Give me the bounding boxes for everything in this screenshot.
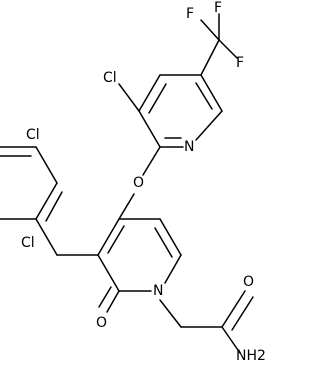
- bond-pyo-c3-c4-double: [107, 225, 125, 254]
- bond-c2-o-ether: [142, 146, 161, 176]
- atom-cl-pyridine: Cl: [103, 70, 117, 86]
- bond-ph-c1-c2-double: [45, 191, 63, 222]
- bond-ph-c1-c2: [35, 182, 58, 220]
- bond-c2-o-carbonyl-double: [98, 286, 112, 308]
- atom-nh2-amide: NH2: [236, 348, 266, 364]
- bond-cf3-ring: [200, 39, 220, 76]
- molecule-structure: F F F Cl N Cl O Cl N O O NH2: [0, 0, 266, 364]
- bond-pyo-c3-c4: [97, 218, 120, 256]
- bond-c-amide-o: [221, 290, 246, 328]
- bond-pyr-c4-c3: [138, 74, 161, 112]
- bonds: [0, 13, 254, 354]
- atom-f-left: F: [186, 6, 194, 22]
- bond-c-amide-o-double: [231, 296, 254, 331]
- bond-pyr-n-c6: [195, 110, 223, 141]
- bond-pyo-c2-c3: [97, 254, 120, 292]
- bond-pyo-c6-n: [164, 254, 182, 284]
- atom-cl-top-left: Cl: [26, 127, 40, 143]
- atom-f-top: F: [214, 0, 222, 16]
- atom-o-ether: O: [133, 175, 144, 191]
- bond-pyo-c5-c6-double: [154, 227, 173, 258]
- bond-cf3-c-f-left: [200, 19, 220, 41]
- bond-benzyl-ch2-ring: [35, 218, 58, 256]
- bond-n-ch2: [159, 299, 182, 328]
- atom-labels: F F F Cl N Cl O Cl N O O NH2: [21, 0, 266, 364]
- bond-cf3-c-f-right: [218, 39, 238, 59]
- bond-pyr-c3-cl: [118, 83, 140, 112]
- bond-pyo-c5-c6: [159, 218, 182, 256]
- bond-pyr-c6-c5-double: [195, 82, 213, 110]
- atom-o-amide: O: [243, 274, 254, 290]
- bond-pyr-c3-c2: [138, 110, 161, 148]
- bond-pyr-c6-c5: [200, 74, 223, 112]
- atom-n-pyridine: N: [184, 139, 194, 155]
- bond-c-amide-n: [221, 326, 241, 354]
- atom-cl-lower-left: Cl: [21, 235, 35, 251]
- bond-ph-c2-c3: [35, 146, 58, 184]
- atom-n-pyridinone: N: [153, 283, 163, 299]
- atom-f-right: F: [236, 55, 244, 71]
- bond-c2-o-carbonyl: [106, 290, 120, 313]
- bond-pyr-c4-c3-double: [148, 83, 167, 114]
- atom-o-carbonyl: O: [96, 315, 107, 331]
- bond-o-ether-c4: [118, 193, 135, 220]
